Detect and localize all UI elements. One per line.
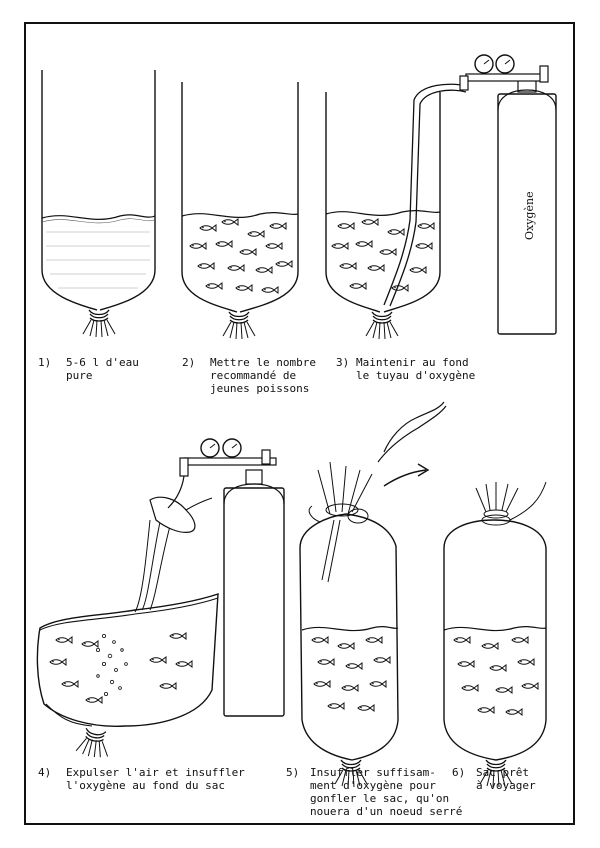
fish bbox=[387, 228, 405, 236]
fish bbox=[169, 632, 187, 640]
bag-5 bbox=[299, 401, 447, 788]
fish bbox=[505, 708, 523, 716]
fish bbox=[239, 248, 257, 256]
fish bbox=[391, 284, 409, 292]
fish bbox=[55, 636, 73, 644]
figure-frame bbox=[24, 22, 575, 825]
fish bbox=[337, 222, 355, 230]
fish bbox=[261, 286, 279, 294]
fish bbox=[81, 640, 99, 648]
fish bbox=[265, 242, 283, 250]
step-3-caption: Maintenir au fond le tuyau d'oxygène bbox=[356, 356, 476, 382]
fish bbox=[357, 704, 375, 712]
bag-top-knot-6 bbox=[475, 481, 547, 526]
fish bbox=[331, 242, 349, 250]
fish bbox=[415, 242, 433, 250]
oxygen-hose-3 bbox=[383, 83, 467, 307]
water-hatching-1 bbox=[46, 231, 150, 289]
step-2-caption: Mettre le nombre recommandé de jeunes po… bbox=[210, 356, 316, 395]
bag-6 bbox=[443, 481, 547, 788]
step-6-number: 6) bbox=[452, 766, 466, 779]
bag-3 bbox=[325, 92, 441, 340]
fish bbox=[349, 282, 367, 290]
fish bbox=[61, 680, 79, 688]
fish bbox=[379, 248, 397, 256]
oxygen-bubbles bbox=[96, 634, 128, 697]
step-4-number: 4) bbox=[38, 766, 52, 779]
step-5-caption: Insuffler suffisam- ment d'oxygène pour … bbox=[310, 766, 463, 818]
hand-icon bbox=[377, 405, 447, 463]
fish bbox=[369, 680, 387, 688]
fish bbox=[189, 242, 207, 250]
fish bbox=[481, 642, 499, 650]
bag-4 bbox=[36, 496, 219, 761]
fish bbox=[337, 642, 355, 650]
fish bbox=[495, 686, 513, 694]
step-6-caption: Sac prêt à voyager bbox=[476, 766, 536, 792]
fish bbox=[511, 636, 529, 644]
fish bbox=[453, 636, 471, 644]
fish-group-2 bbox=[189, 218, 293, 294]
fish bbox=[339, 262, 357, 270]
fish-group-4 bbox=[49, 632, 193, 704]
step-2-number: 2) bbox=[182, 356, 196, 369]
fish bbox=[521, 682, 539, 690]
fish-group-5 bbox=[311, 636, 391, 712]
fish bbox=[175, 660, 193, 668]
oxygen-tank-bottom bbox=[167, 438, 285, 717]
fish bbox=[215, 240, 233, 248]
bag-1 bbox=[41, 70, 156, 338]
fish bbox=[457, 660, 475, 668]
oxygen-tank-top bbox=[459, 54, 557, 335]
step-1-caption: 5-6 l d'eau pure bbox=[66, 356, 139, 382]
fish bbox=[255, 266, 273, 274]
fish bbox=[461, 684, 479, 692]
step-1-number: 1) bbox=[38, 356, 52, 369]
hand-icon bbox=[149, 496, 196, 533]
step-3-number: 3) bbox=[336, 356, 350, 369]
fish bbox=[317, 658, 335, 666]
fish bbox=[355, 240, 373, 248]
fish bbox=[311, 636, 329, 644]
fish bbox=[367, 264, 385, 272]
fish bbox=[269, 222, 287, 230]
fish bbox=[517, 658, 535, 666]
fish bbox=[235, 284, 253, 292]
fish bbox=[247, 230, 265, 238]
fish bbox=[149, 656, 167, 664]
fish bbox=[341, 684, 359, 692]
fish bbox=[409, 266, 427, 274]
fish-group-6 bbox=[453, 636, 539, 716]
fish bbox=[227, 264, 245, 272]
fish bbox=[221, 218, 239, 226]
fish bbox=[489, 664, 507, 672]
arrow-icon bbox=[383, 469, 427, 487]
fish bbox=[159, 682, 177, 690]
fish bbox=[313, 680, 331, 688]
bag-2 bbox=[181, 82, 299, 340]
fish bbox=[85, 696, 103, 704]
tank-label: Oxygène bbox=[523, 191, 536, 240]
fish bbox=[327, 702, 345, 710]
fish bbox=[275, 260, 293, 268]
bag-neck-5 bbox=[308, 461, 373, 524]
fish bbox=[205, 282, 223, 290]
fish bbox=[361, 218, 379, 226]
fish bbox=[373, 656, 391, 664]
step-4-caption: Expulser l'air et insuffler l'oxygène au… bbox=[66, 766, 245, 792]
fish bbox=[477, 706, 495, 714]
fish bbox=[417, 222, 435, 230]
step-5-number: 5) bbox=[286, 766, 300, 779]
fish bbox=[199, 224, 217, 232]
fish-group-3 bbox=[331, 218, 435, 292]
fish bbox=[365, 636, 383, 644]
fish bbox=[345, 662, 363, 670]
fish bbox=[49, 658, 67, 666]
fish bbox=[197, 262, 215, 270]
